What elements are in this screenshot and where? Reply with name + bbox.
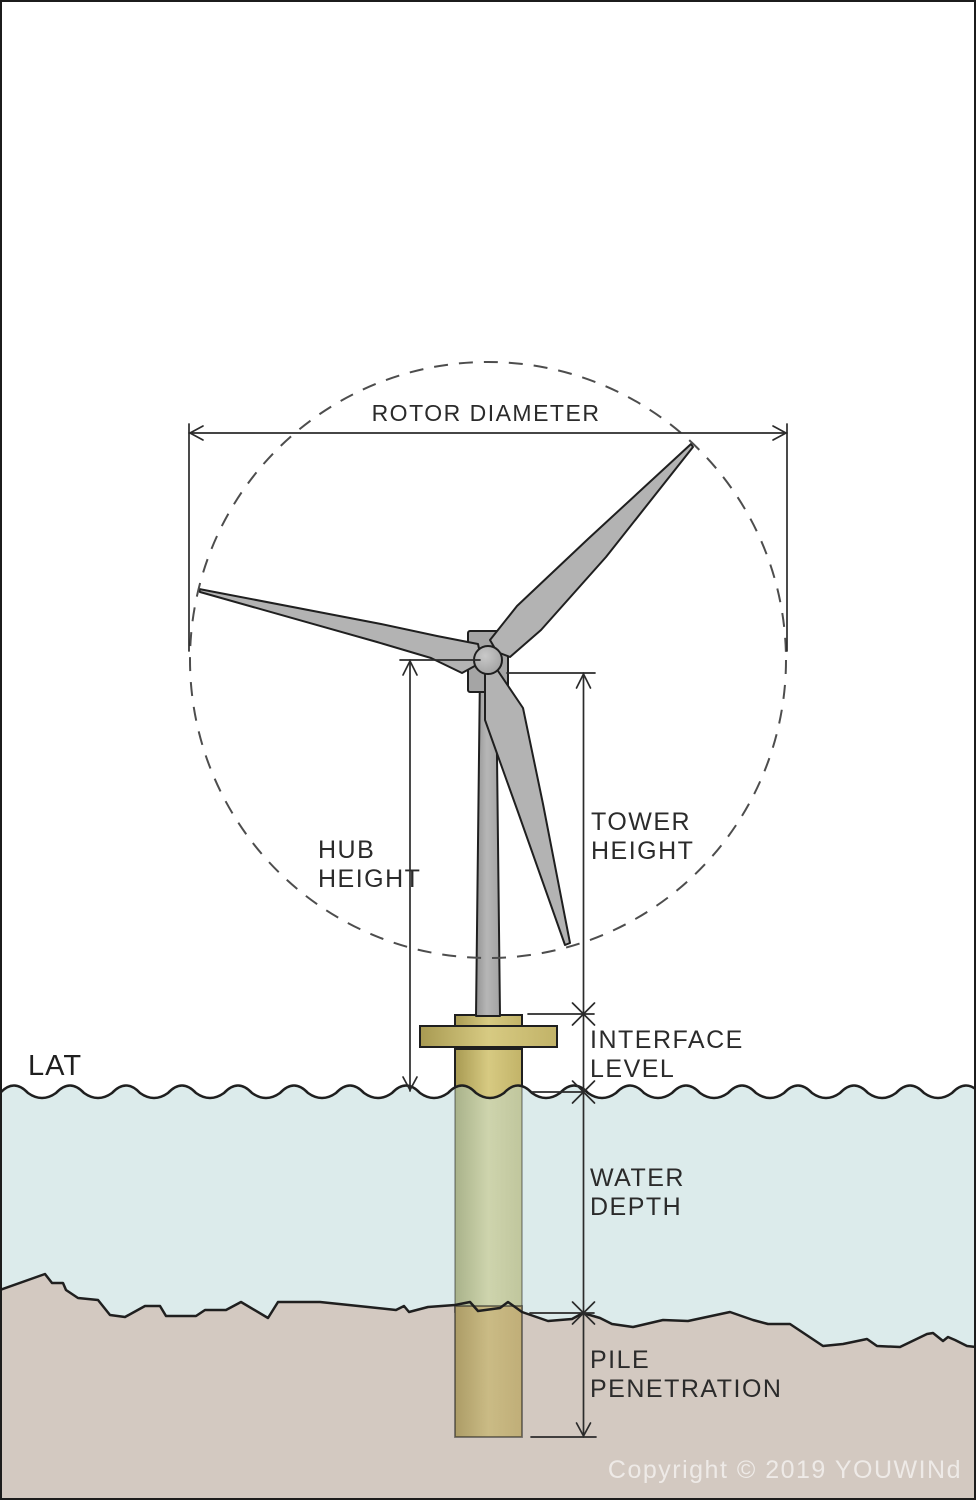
waterline-wave bbox=[0, 1084, 976, 1100]
monopile-underwater-section bbox=[454, 1077, 523, 1313]
rotor-diameter-dimension bbox=[188, 423, 788, 652]
copyright-text: Copyright © 2019 YOUWINd bbox=[607, 1456, 962, 1484]
dimension-lines bbox=[188, 423, 788, 1438]
tower-height-label: TOWER HEIGHT bbox=[591, 808, 695, 865]
rotor-swept-circle bbox=[189, 361, 787, 959]
turbine-blade-upper bbox=[489, 443, 694, 658]
lat-label: LAT bbox=[28, 1050, 83, 1082]
transition-piece-flange bbox=[419, 1025, 558, 1048]
seabed-line bbox=[0, 1272, 976, 1349]
water-depth-label: WATER DEPTH bbox=[590, 1164, 685, 1221]
wind-turbine-illustration bbox=[198, 443, 694, 1017]
hub-height-dimension bbox=[399, 659, 481, 1092]
hub-height-label: HUB HEIGHT bbox=[318, 836, 422, 893]
tower-foundation-dimension bbox=[506, 672, 597, 1438]
monopile-buried-section bbox=[454, 1305, 523, 1438]
turbine-blade-left bbox=[198, 588, 483, 674]
pile-penetration-label: PILE PENETRATION bbox=[590, 1346, 783, 1403]
rotor-diameter-label: ROTOR DIAMETER bbox=[371, 400, 601, 426]
interface-level-label: INTERFACE LEVEL bbox=[590, 1026, 744, 1083]
